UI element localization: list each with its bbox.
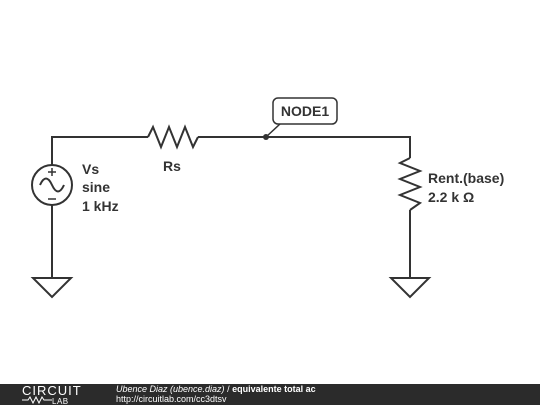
node-label: NODE1 [281,103,329,119]
wire-top-middle [198,136,411,158]
ground-icon [30,277,74,299]
resistor-rs-icon [147,124,199,150]
node-pointer [265,123,281,138]
vs-waveform-label: sine [82,179,110,195]
footer-separator: / [227,384,230,394]
vs-frequency-label: 1 kHz [82,198,119,214]
footer-bar: CIRCUIT LAB Ubence Diaz (ubence.diaz) / … [0,383,540,406]
circuitlab-logo[interactable]: CIRCUIT LAB [22,383,112,406]
footer-author[interactable]: Ubence Diaz (ubence.diaz) [116,384,225,394]
footer-title[interactable]: equivalente total ac [232,384,316,394]
logo-bottom-text: LAB [22,395,69,406]
logo-top-text: CIRCUIT [22,383,82,398]
footer-info-line: Ubence Diaz (ubence.diaz) / equivalente … [116,384,316,394]
vs-name-label: Vs [82,161,99,177]
node-dot [263,134,269,140]
rent-name-label: Rent.(base) [428,170,504,186]
node-label-box [272,97,338,125]
ground-icon [388,277,432,299]
footer-url[interactable]: http://circuitlab.com/cc3dtsv [116,394,227,404]
circuit-schematic: NODE1 Rs Vs sine 1 kHz Rent.(base) 2.2 k… [30,97,504,299]
wire-top-left [51,136,148,165]
resistor-rent-icon [397,157,423,211]
logo-lab-text: LAB [52,397,69,406]
ac-voltage-source-icon [31,164,73,206]
rs-label: Rs [163,158,181,174]
logo-resistor-icon [22,395,52,405]
rent-value-label: 2.2 k Ω [428,189,474,205]
